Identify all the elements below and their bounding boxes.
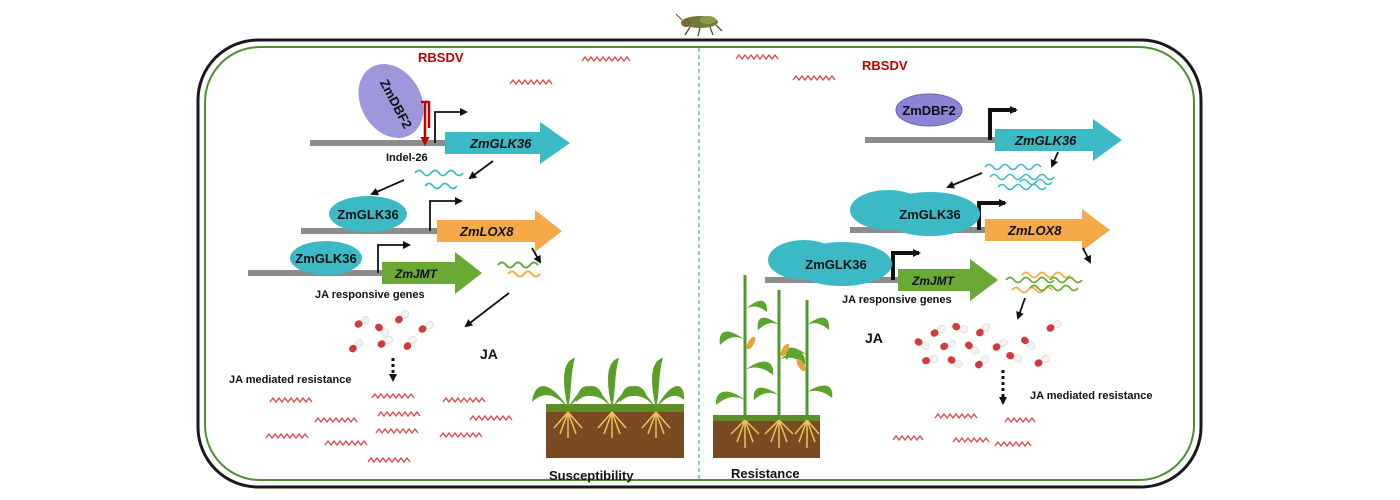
left-tss-glk36 bbox=[434, 108, 468, 143]
left-lox8-gene-label: ZmLOX8 bbox=[459, 224, 514, 239]
right-glk36-mrna bbox=[984, 163, 1055, 191]
right-dbf2-label: ZmDBF2 bbox=[902, 103, 955, 118]
right-arrow-mrna-to-ja bbox=[1016, 297, 1026, 320]
left-ja-capsules bbox=[349, 310, 434, 353]
left-glk36-gene-arrow bbox=[445, 122, 570, 164]
left-phenotype-label: Susceptibility bbox=[549, 468, 634, 483]
right-jmt-gene-label: ZmJMT bbox=[911, 274, 956, 288]
left-glk36-protein-1 bbox=[329, 196, 407, 232]
right-phenotype-label: Resistance bbox=[731, 466, 800, 481]
right-glk36-gene-label: ZmGLK36 bbox=[1014, 133, 1077, 148]
left-jmt-mrna bbox=[507, 270, 541, 278]
left-ja-genes-label: JA responsive genes bbox=[315, 289, 425, 301]
left-glk36-gene-label: ZmGLK36 bbox=[469, 136, 532, 151]
right-tss-lox8 bbox=[977, 199, 1007, 230]
left-ja-resistance-label: JA mediated resistance bbox=[229, 374, 351, 386]
right-virus-particles bbox=[735, 53, 1036, 448]
right-glk36-protein-1-label: ZmGLK36 bbox=[899, 207, 960, 222]
right-ja-capsules bbox=[914, 320, 1062, 369]
left-indel-inhibitor bbox=[421, 100, 429, 142]
left-virus-label: RBSDV bbox=[418, 50, 464, 65]
right-ja-genes-label: JA responsive genes bbox=[842, 294, 952, 306]
left-glk36-protein-2 bbox=[290, 241, 362, 275]
right-ja-label: JA bbox=[865, 330, 883, 346]
right-glk36-gene-arrow bbox=[995, 119, 1122, 161]
right-jmt-gene-arrow bbox=[898, 259, 998, 301]
left-glk36-protein-1-label: ZmGLK36 bbox=[337, 207, 398, 222]
planthopper-insect bbox=[675, 13, 723, 37]
left-jmt-gene-arrow bbox=[382, 252, 482, 294]
left-arrow-lox8-to-mrna bbox=[531, 247, 541, 264]
left-glk36-mrna bbox=[414, 169, 464, 177]
right-arrow-glk36-to-mrna bbox=[1050, 151, 1059, 168]
left-arrow-glk36-to-mrna bbox=[468, 160, 494, 180]
left-lox8-gene-arrow bbox=[437, 210, 562, 252]
right-lox8-gene-label: ZmLOX8 bbox=[1007, 223, 1062, 238]
right-tss-jmt bbox=[891, 249, 921, 280]
right-arrow-mrna-to-protein bbox=[946, 172, 983, 189]
cell-membrane bbox=[204, 46, 1195, 481]
left-lox8-mrna bbox=[497, 261, 539, 269]
left-indel-label: Indel-26 bbox=[386, 152, 428, 164]
right-resistant-plants bbox=[713, 275, 833, 458]
left-dbf2-protein bbox=[358, 64, 424, 138]
right-arrow-lox8-to-mrna bbox=[1082, 247, 1091, 264]
left-arrow-mrna-to-ja bbox=[464, 292, 510, 328]
left-jmt-gene-label: ZmJMT bbox=[394, 267, 439, 281]
left-virus-particles bbox=[265, 55, 631, 464]
left-glk36-protein-2-label: ZmGLK36 bbox=[295, 251, 356, 266]
right-ja-resistance-label: JA mediated resistance bbox=[1030, 390, 1152, 402]
right-virus-label: RBSDV bbox=[862, 58, 908, 73]
right-glk36-protein-1 bbox=[880, 192, 980, 236]
right-glk36-protein-2 bbox=[792, 242, 892, 286]
right-tss-glk36 bbox=[988, 106, 1018, 140]
left-glk36-mrna-2 bbox=[424, 182, 458, 190]
left-tss-jmt bbox=[377, 241, 411, 273]
right-lox8-gene-arrow bbox=[985, 209, 1110, 251]
left-susceptible-plants bbox=[532, 358, 685, 458]
right-lox8-jmt-mrna bbox=[1005, 271, 1083, 294]
left-tss-lox8 bbox=[429, 197, 463, 231]
right-dbf2-protein bbox=[895, 93, 963, 127]
right-glk36-protein-2-label: ZmGLK36 bbox=[805, 257, 866, 272]
left-ja-label: JA bbox=[480, 346, 498, 362]
left-arrow-mrna-to-protein bbox=[370, 179, 405, 196]
